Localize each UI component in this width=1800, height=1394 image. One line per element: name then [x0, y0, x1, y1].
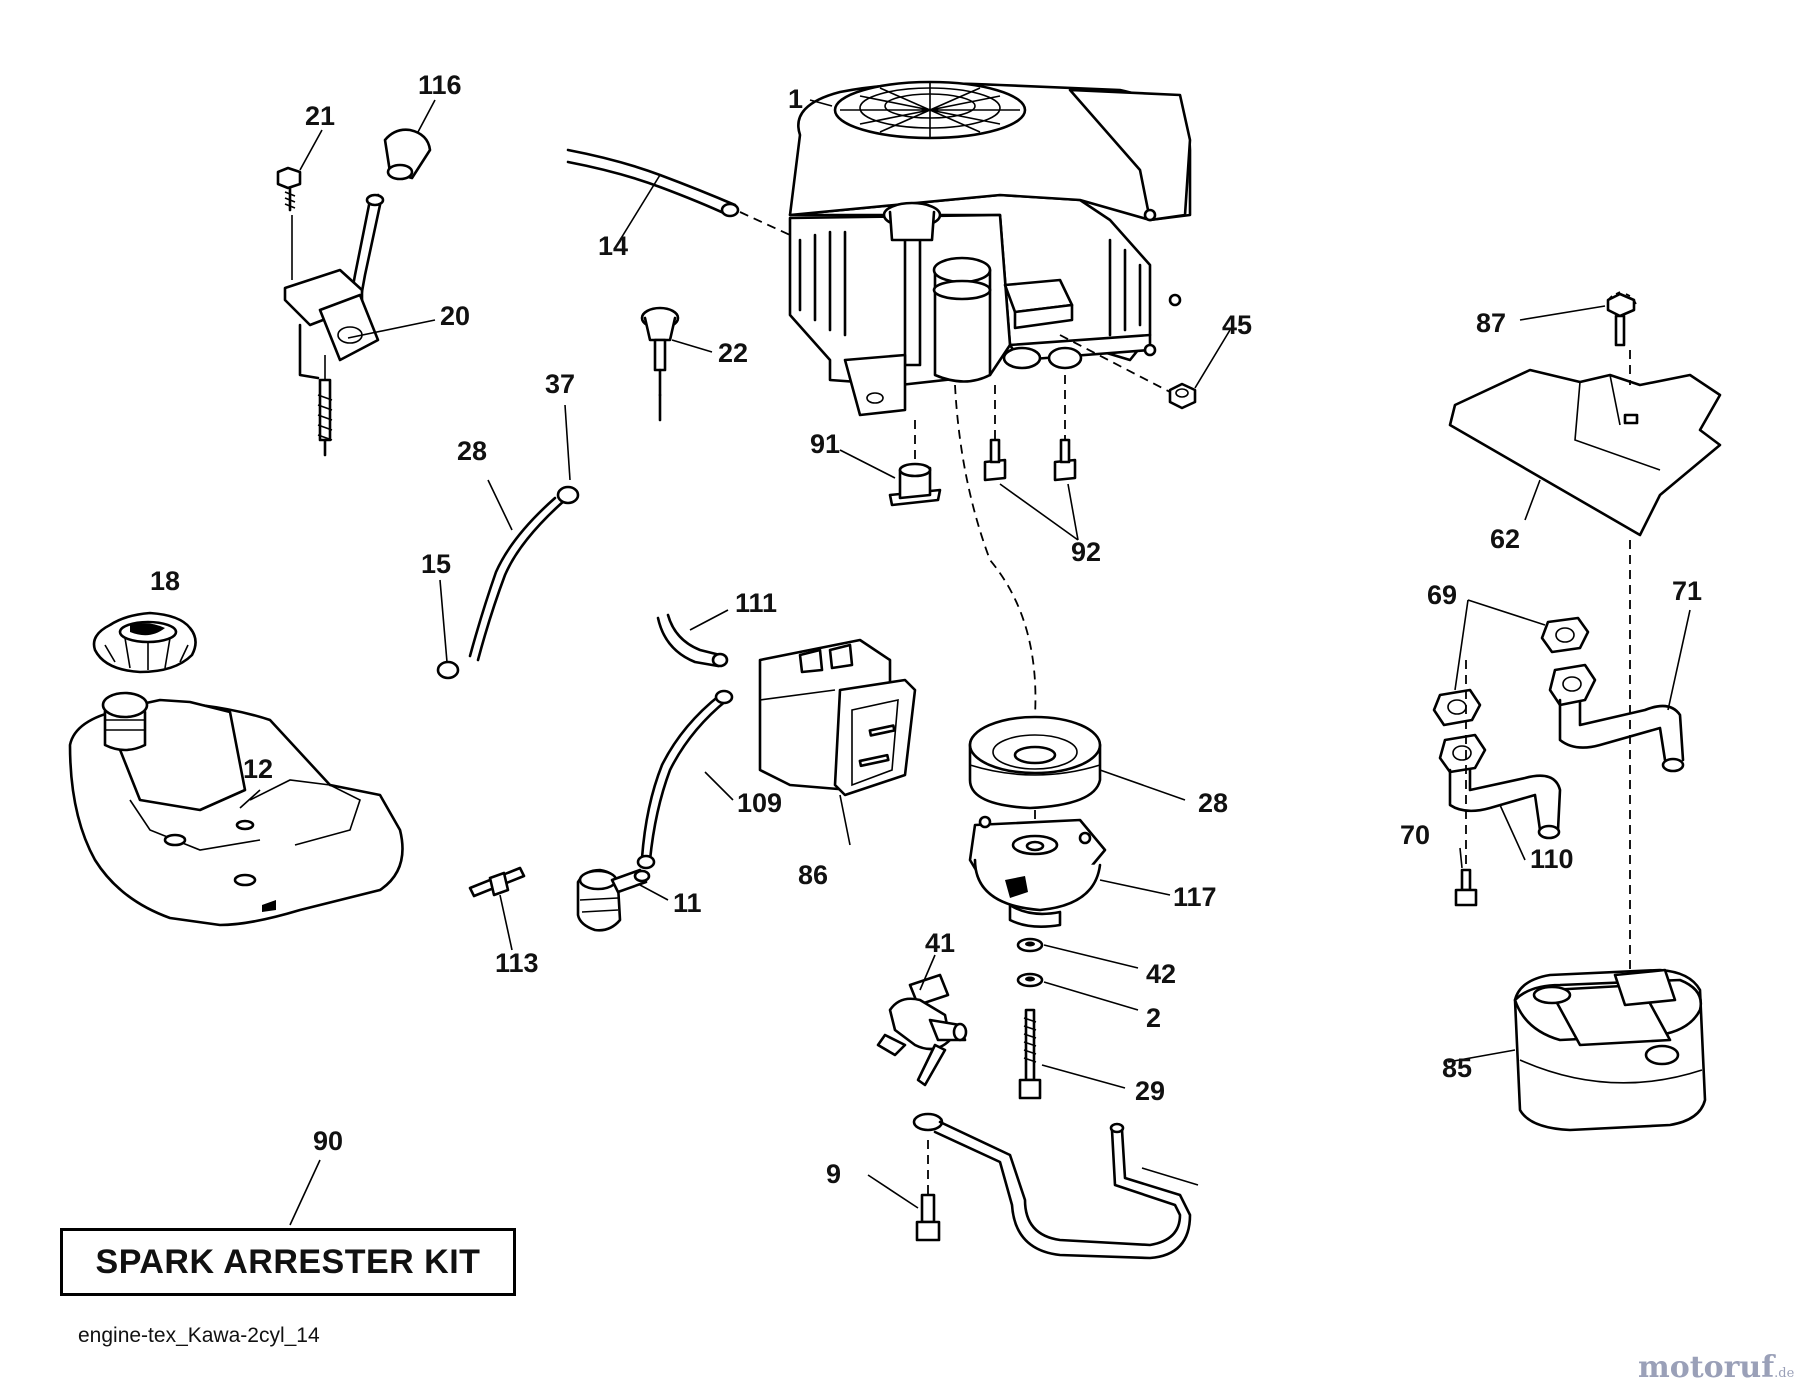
- callout-109: 86: [798, 860, 828, 890]
- callout-20: 20: [440, 301, 470, 331]
- watermark-logo: motoruf.de: [1638, 1350, 1794, 1385]
- fuel-line-14: [566, 148, 791, 236]
- engine-body: [788, 80, 1192, 417]
- callout-86: 70: [1400, 820, 1430, 850]
- diagram-file-code: engine-tex_Kawa-2cyl_14: [78, 1324, 320, 1347]
- exhaust-pipe-71: [1548, 663, 1685, 773]
- hose-111: [656, 613, 729, 668]
- callout-28-top: 28: [457, 436, 487, 466]
- callout-111: 111: [735, 588, 777, 618]
- fitting-110: [468, 866, 526, 898]
- spark-arrester-kit-label: SPARK ARRESTER KIT: [60, 1228, 516, 1296]
- link-rod-9: [912, 1112, 1192, 1260]
- callout-62: 62: [1490, 524, 1520, 554]
- heat-shield-62: [1448, 368, 1722, 537]
- callout-37-bottom: 15: [421, 549, 451, 579]
- electric-clutch-11: [968, 815, 1107, 928]
- fuel-hose-28-lower: [636, 689, 734, 870]
- callout-113: 11: [673, 888, 702, 918]
- callout-1: 1: [788, 84, 803, 114]
- callout-87: 87: [1476, 308, 1506, 338]
- fuel-shutoff-113: [576, 868, 651, 932]
- callout-numbers: 1 116 21 20 14 22 45 87 37 28 91 92 62 1…: [150, 70, 1702, 1189]
- callout-42: 2: [1146, 1003, 1161, 1033]
- bolt-90: [915, 1140, 941, 1242]
- bolt-85: [1018, 1008, 1042, 1100]
- callout-14: 14: [598, 231, 628, 261]
- callout-70: 110: [1530, 844, 1574, 874]
- throttle-control-assembly: [276, 128, 432, 457]
- callout-69: 69: [1427, 580, 1457, 610]
- callout-45: 45: [1222, 310, 1252, 340]
- bolts-92: [983, 375, 1077, 482]
- callout-12: 28: [1198, 788, 1228, 818]
- callout-90: 9: [826, 1159, 841, 1189]
- nut-45: [1168, 382, 1197, 410]
- callout-41: 42: [1146, 959, 1176, 989]
- callout-37-top: 37: [545, 369, 575, 399]
- gas-cap-18: [92, 611, 197, 674]
- bolt-87: [1606, 291, 1637, 385]
- callout-2: 85: [1442, 1053, 1472, 1083]
- fuel-hose-28-upper: [436, 485, 580, 680]
- exhaust-pipe-70: [1438, 733, 1562, 840]
- washer-42: [1016, 972, 1044, 988]
- callout-116: 116: [418, 70, 462, 100]
- leader-lines: [239, 99, 1691, 1226]
- callout-92: 92: [1071, 537, 1101, 567]
- callout-15: 12: [243, 754, 273, 784]
- watermark-tld: .de: [1774, 1366, 1795, 1381]
- callout-71: 71: [1672, 576, 1702, 606]
- fuel-tank-15: [68, 691, 404, 927]
- callout-22: 22: [718, 338, 748, 368]
- callout-117: 41: [925, 928, 955, 958]
- callout-110: 113: [495, 948, 539, 978]
- callout-21: 21: [305, 101, 335, 131]
- pulley-12: [968, 715, 1102, 810]
- watermark-main: motoruf: [1638, 1350, 1775, 1385]
- fuel-filter-canister-109: [758, 638, 917, 797]
- choke-knob-22: [640, 306, 680, 422]
- muffler-2: [1513, 540, 1707, 1132]
- bolt-86: [1454, 660, 1478, 907]
- callout-91: 91: [810, 429, 840, 459]
- washer-41: [1016, 937, 1044, 953]
- callout-29: 90: [313, 1126, 343, 1156]
- callout-18: 18: [150, 566, 180, 596]
- callout-28-bottom: 109: [737, 788, 782, 818]
- shutoff-valve-117: [876, 973, 968, 1087]
- callout-85: 29: [1135, 1076, 1165, 1106]
- spacer-91: [888, 420, 942, 507]
- callout-11: 117: [1173, 882, 1217, 912]
